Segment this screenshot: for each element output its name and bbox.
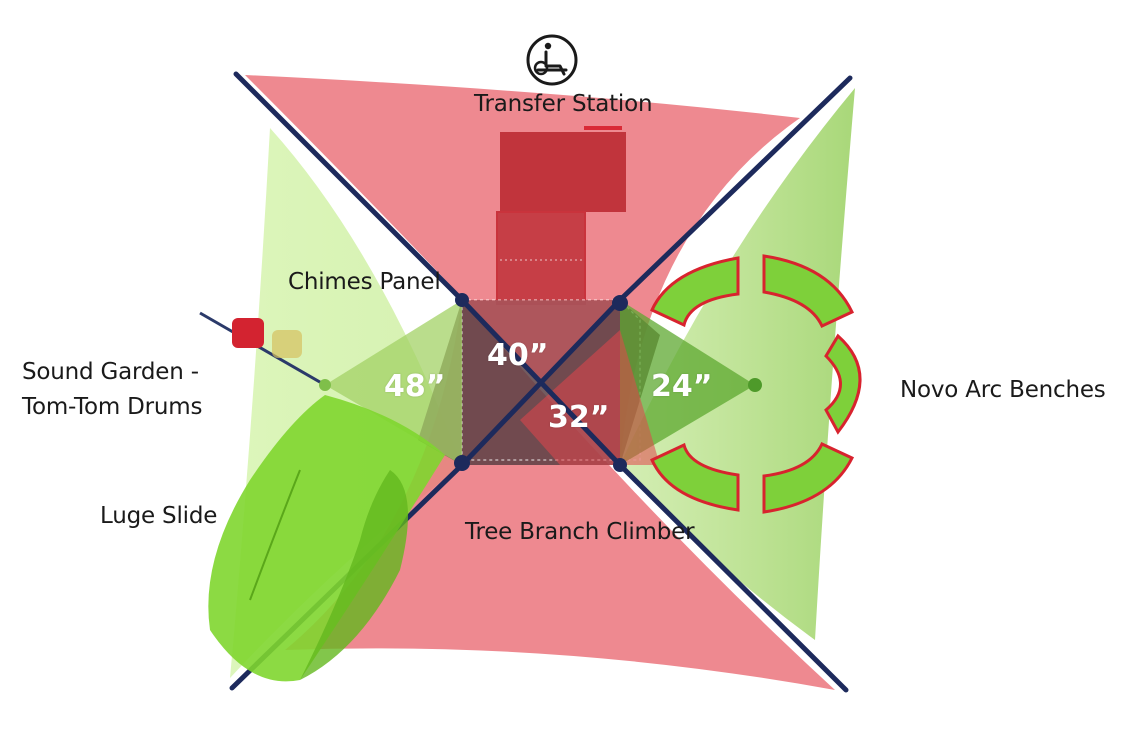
label-chimes-panel: Chimes Panel <box>288 269 441 295</box>
novo-arc-benches <box>650 254 862 514</box>
luge-slide <box>208 395 445 682</box>
label-sound-garden-2: Tom-Tom Drums <box>22 394 203 420</box>
label-novo-arc-benches: Novo Arc Benches <box>900 377 1106 403</box>
shade-sail-bottom <box>285 300 835 690</box>
height-32: 32” <box>548 400 610 435</box>
label-tree-branch-climber: Tree Branch Climber <box>465 519 695 545</box>
height-48: 48” <box>384 369 446 404</box>
height-24: 24” <box>651 369 713 404</box>
label-transfer-station: Transfer Station <box>474 91 653 117</box>
wheelchair-transfer-icon <box>526 34 578 86</box>
tom-tom-drums <box>199 311 331 391</box>
platform-24-zone <box>620 300 755 465</box>
platform-48-zone <box>325 300 462 465</box>
height-40: 40” <box>487 338 549 373</box>
label-sound-garden-1: Sound Garden - <box>22 359 199 385</box>
transfer-station <box>496 126 626 305</box>
label-luge-slide: Luge Slide <box>100 503 218 529</box>
